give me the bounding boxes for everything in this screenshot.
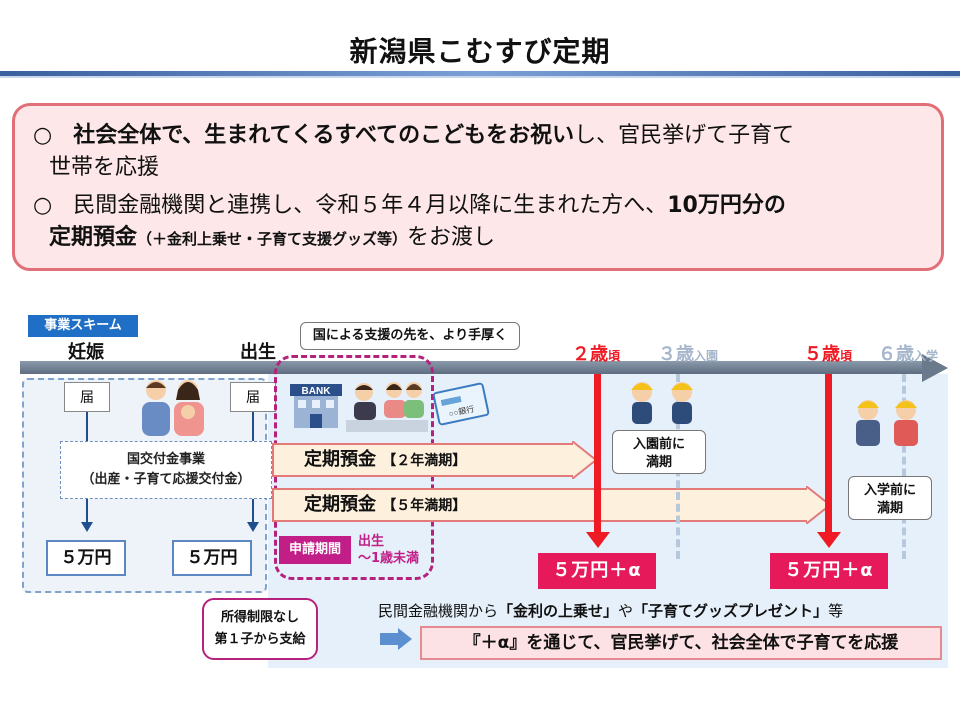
summary-text-2: 民間金融機関と連携し、令和５年４月以降に生まれた方へ、 [73,193,668,218]
summary-note: （＋金利上乗せ・子育て支援グッズ等） [137,230,408,248]
deposit-5yr-arrow: 定期預金 【５年満期】 [272,488,808,522]
summary-text-3: をお渡し [407,225,496,250]
no-income-limit: 所得制限なし [220,610,299,625]
summary-text-1: し、官民挙げて子育て [574,123,795,148]
summary-line-2: ○ 民間金融機関と連携し、令和５年４月以降に生まれた方へ、10万円分の [33,190,786,222]
summary-text-1-cont: 世帯を応援 [49,155,160,180]
grant-title: 国交付金事業 [126,452,205,467]
timeline-label-birth: 出生 [240,342,276,363]
bank-counter-illustration [346,382,428,432]
benefit-interest: 「金利の上乗せ」 [498,602,619,620]
support-banner: 『＋α』を通じて、官民挙げて、社会全体で子育てを応援 [420,626,942,660]
right-arrow-icon [380,628,412,650]
grant-amount-pregnancy: ５万円 [46,540,126,576]
bullet: ○ [33,123,53,148]
timeline-label-pregnancy: 妊娠 [68,342,104,363]
benefit-goods: 「子育てグッズプレゼント」 [633,602,829,620]
notification-form-birth: 届 [230,382,276,412]
age-3-value: ３歳 [658,344,694,365]
age-2-marker [594,374,601,534]
application-period-range: 出生 ～1歳未満 [358,533,419,567]
bankbook-icon: ○○銀行 [432,382,490,426]
callout-more-support: 国による支援の先を、より手厚く [300,322,520,350]
deposit-2yr-label: 定期預金 [304,449,376,470]
maturity-note-line2: 満期 [876,501,903,516]
age-5-value: ５歳 [804,344,840,365]
connector-line [252,412,254,442]
family-illustration [142,380,204,436]
payout-5yr: ５万円＋α [770,553,888,589]
maturity-note-kindergarten: 入園前に 満期 [612,430,706,474]
maturity-note-line1: 入園前に [632,437,685,452]
age-2-value: ２歳 [572,344,608,365]
bank-icon: BANK [290,384,342,428]
age-3-label: ３歳入園 [658,340,718,366]
application-period-start: 出生 [358,534,385,549]
down-arrow-icon [247,522,259,532]
deposit-2yr-arrow-head [572,441,598,479]
title-underline-light [0,76,960,78]
deposit-5yr-term: 【５年満期】 [382,498,467,514]
connector-line [252,499,254,523]
scheme-tag: 事業スキーム [28,315,138,337]
summary-box: ○ 社会全体で、生まれてくるすべてのこどもをお祝いし、官民挙げて子育て 世帯を応… [12,103,944,271]
connector-line [86,499,88,523]
application-period-end: ～1歳未満 [358,551,420,566]
age-6-marker [902,374,906,559]
age-5-marker [825,374,832,534]
down-arrow-icon [586,532,610,548]
from-first-child: 第１子から支給 [214,632,306,647]
deposit-5yr-arrow-head [806,486,832,524]
age-6-value: ６歳 [878,344,914,365]
summary-emphasis-1: 社会全体で、生まれてくるすべてのこどもをお祝い [73,123,575,148]
benefits-prefix: 民間金融機関から [378,602,499,620]
bullet: ○ [33,193,53,218]
grant-subtitle: （出産・子育て応援交付金） [81,472,251,487]
application-period-badge: 申請期間 [279,536,351,564]
benefits-suffix: 等 [828,602,844,620]
age-2-label: ２歳頃 [572,340,620,366]
maturity-note-school: 入学前に 満期 [848,476,932,520]
maturity-note-line1: 入学前に [863,483,916,498]
financial-institution-benefits: 民間金融機関から「金利の上乗せ」や「子育てグッズプレゼント」等 [378,600,843,621]
deposit-5yr-label: 定期預金 [304,494,376,515]
connector-line [86,412,88,442]
age-3-suffix: 入園 [694,349,719,363]
kindergarten-children-illustration [631,382,693,424]
age-2-suffix: 頃 [608,349,621,363]
age-5-suffix: 頃 [840,349,853,363]
bank-sign-text: BANK [302,386,332,397]
age-6-suffix: 入学 [914,349,939,363]
summary-emphasis-2: 10万円分の [667,193,786,218]
age-5-label: ５歳頃 [804,340,852,366]
deposit-2yr-arrow: 定期預金 【２年満期】 [272,443,574,477]
notification-form-pregnancy: 届 [64,382,110,412]
deposit-2yr-term: 【２年満期】 [382,453,467,469]
maturity-note-line2: 満期 [645,455,672,470]
timeline-arrow-head [922,354,948,382]
grant-amount-birth: ５万円 [172,540,252,576]
page-title: 新潟県こむすび定期 [349,35,611,68]
benefits-mid: や [618,602,634,620]
timeline-arrow [20,361,925,374]
payout-2yr: ５万円＋α [538,553,656,589]
title-underline [0,71,960,76]
national-grant-box: 国交付金事業 （出産・子育て応援交付金） [60,441,272,499]
down-arrow-icon [81,522,93,532]
age-6-label: ６歳入学 [878,340,938,366]
summary-line-3: 定期預金（＋金利上乗せ・子育て支援グッズ等）をお渡し [49,222,495,255]
summary-emphasis-3: 定期預金 [49,225,138,250]
down-arrow-icon [817,532,841,548]
no-income-limit-note: 所得制限なし 第１子から支給 [202,598,318,660]
summary-line-1: ○ 社会全体で、生まれてくるすべてのこどもをお祝いし、官民挙げて子育て [33,120,794,152]
school-children-illustration [856,400,918,446]
